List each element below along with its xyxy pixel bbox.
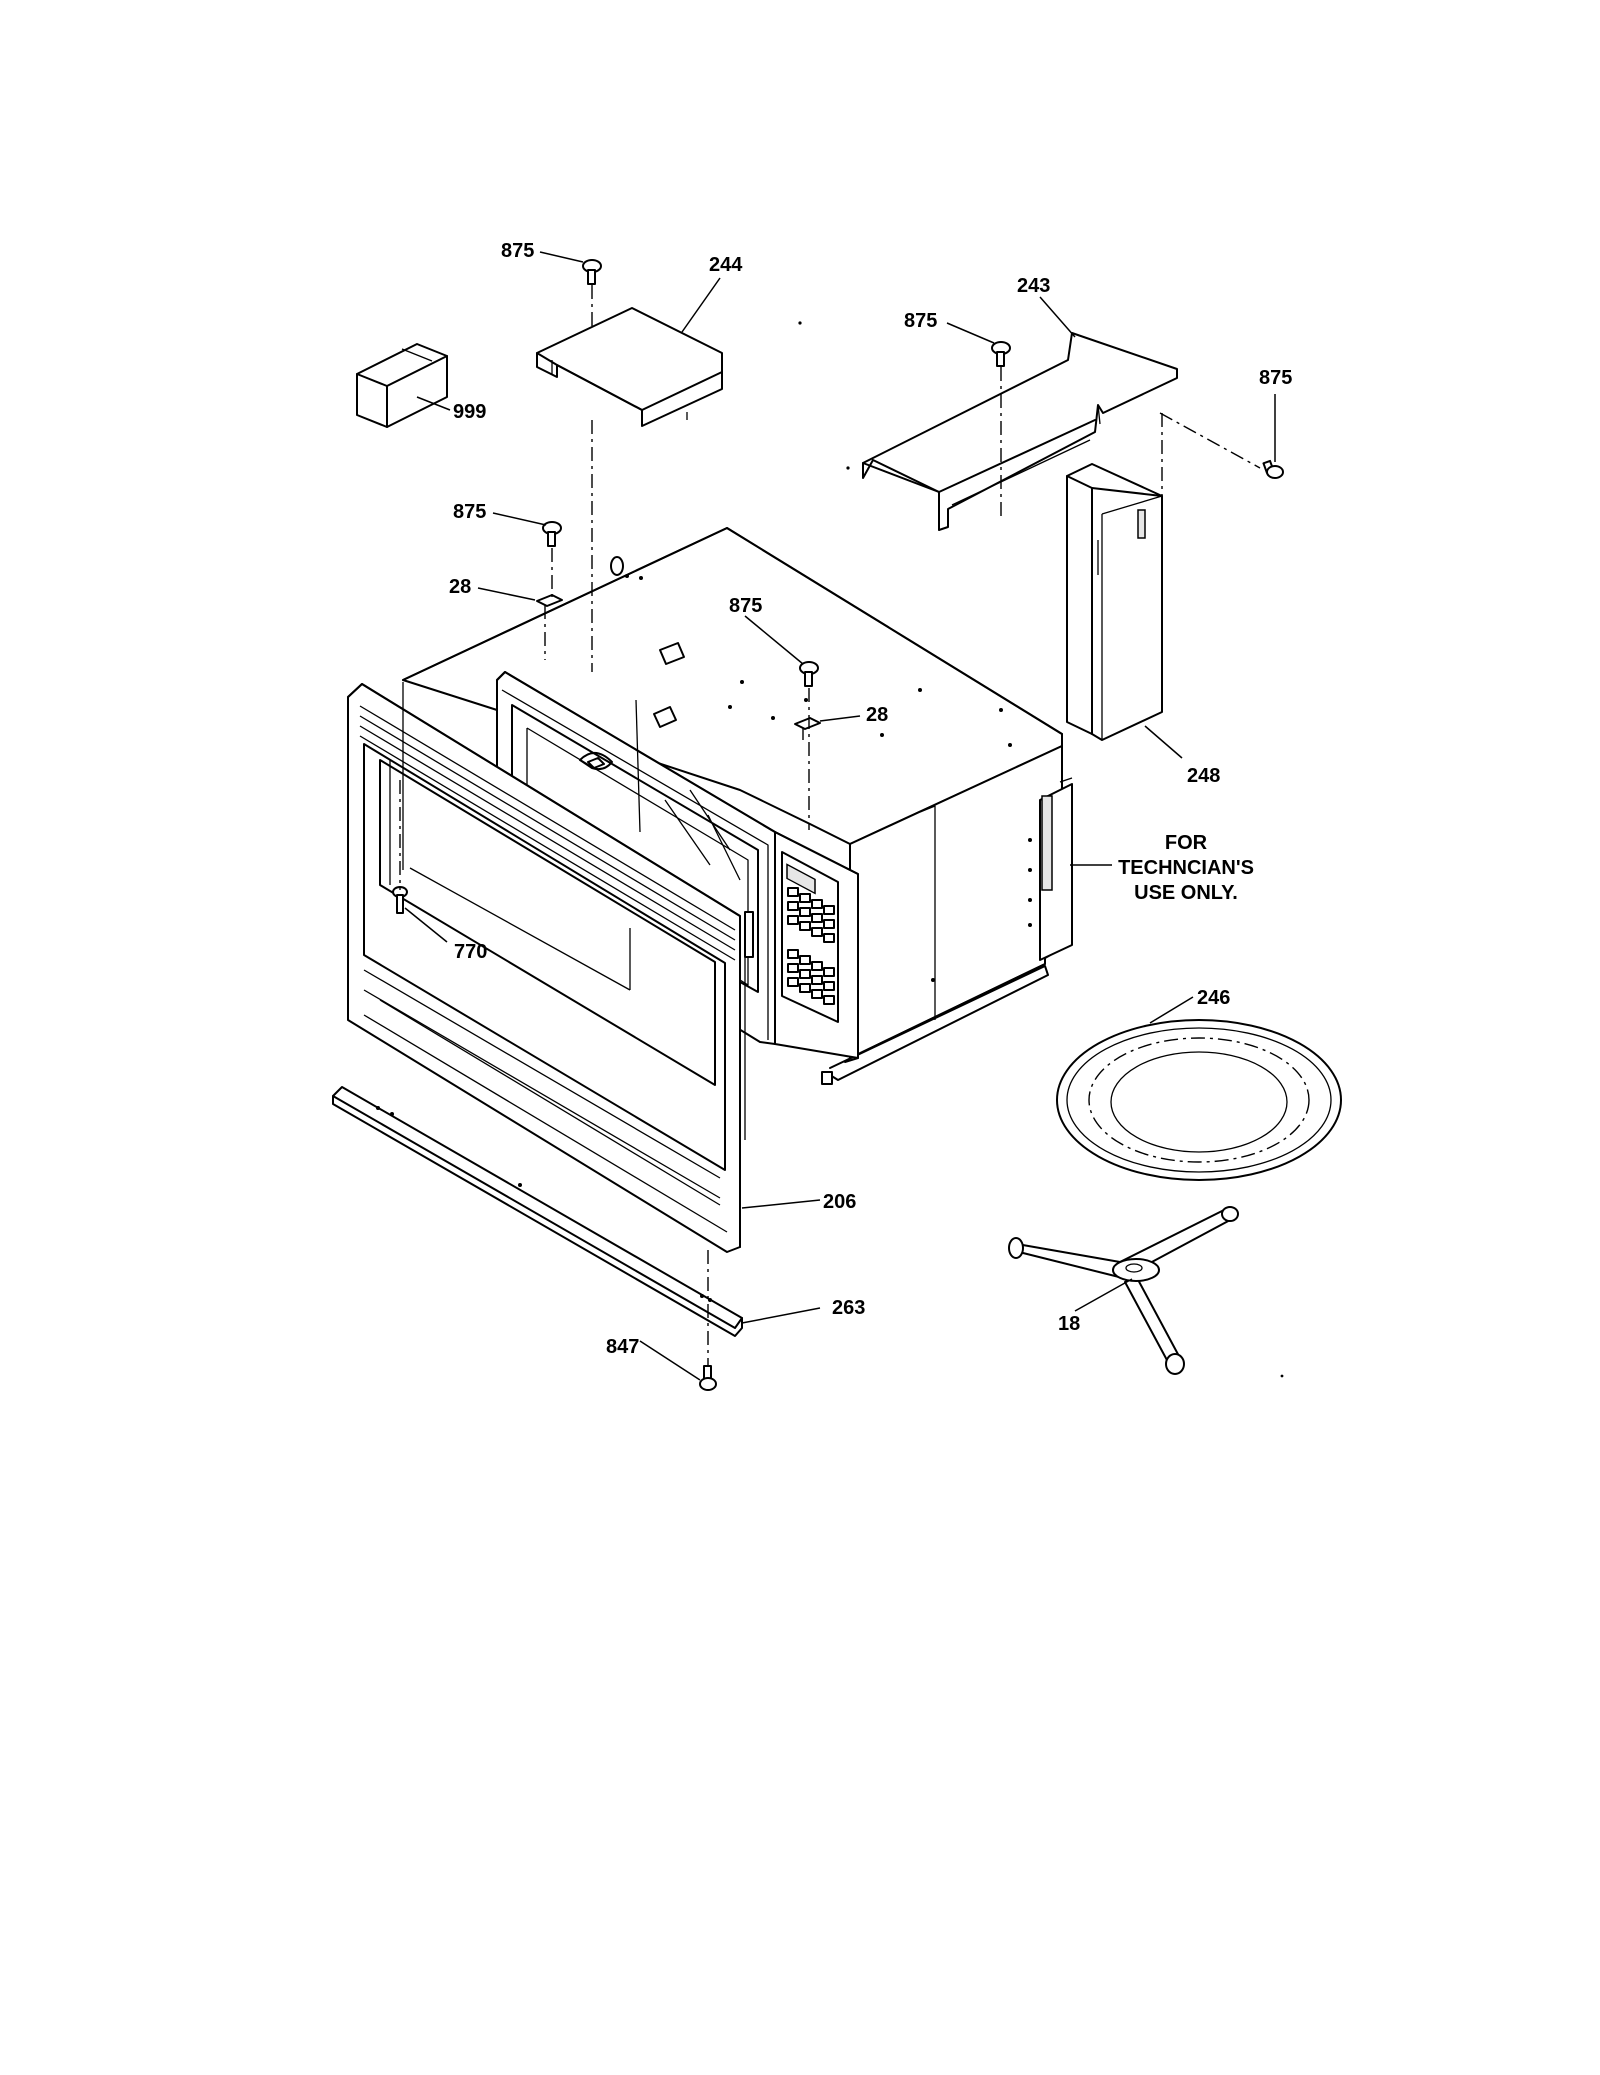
label-244: 244 [709, 254, 743, 276]
label-248: 248 [1187, 765, 1220, 787]
part-243-cover [862, 332, 1178, 531]
screw-875-top [582, 259, 602, 285]
label-243: 243 [1017, 275, 1050, 297]
screw-875-left [542, 521, 562, 547]
label-206: 206 [823, 1191, 856, 1213]
technician-note: FOR TECHNCIAN'S USE ONLY. [1118, 832, 1254, 904]
screw-875-center [799, 661, 819, 687]
screw-847 [699, 1365, 717, 1391]
clip-28-center [794, 717, 821, 730]
screw-875-mid-top [991, 341, 1011, 367]
part-labels: 875 244 243 875 875 999 875 28 875 28 24… [449, 240, 1292, 1358]
label-28-center: 28 [866, 704, 888, 726]
part-206-trim-frame [347, 683, 754, 1253]
note-line-2: TECHNCIAN'S [1118, 857, 1254, 879]
part-999-box [356, 343, 448, 428]
part-18-roller-support [1008, 1206, 1239, 1375]
label-999: 999 [453, 401, 486, 423]
keypad-upper [787, 887, 835, 943]
leader-lines [404, 251, 1276, 1381]
keypad-lower [787, 949, 835, 1005]
label-246: 246 [1197, 987, 1230, 1009]
label-875-top: 875 [501, 240, 534, 262]
label-28-left: 28 [449, 576, 471, 598]
label-847: 847 [606, 1336, 639, 1358]
label-875-center: 875 [729, 595, 762, 617]
label-875-mid-top: 875 [904, 310, 937, 332]
label-875-left: 875 [453, 501, 486, 523]
clip-28-left [536, 594, 563, 607]
scan-speck [798, 321, 802, 325]
part-244-cover [536, 307, 723, 427]
note-line-1: FOR [1165, 832, 1208, 854]
assembly-lines [399, 285, 1261, 1365]
label-263: 263 [832, 1297, 865, 1319]
scan-speck [1280, 1374, 1284, 1378]
screw-875-right [1262, 459, 1284, 479]
part-246-turntable [1056, 1019, 1342, 1181]
label-18: 18 [1058, 1313, 1080, 1335]
note-line-3: USE ONLY. [1134, 882, 1238, 904]
label-875-right: 875 [1259, 367, 1292, 389]
screw-770 [392, 886, 408, 914]
part-263-trim-strip [332, 1086, 743, 1337]
label-770: 770 [454, 941, 487, 963]
part-248-bracket [1066, 463, 1163, 741]
scan-speck [846, 466, 850, 470]
